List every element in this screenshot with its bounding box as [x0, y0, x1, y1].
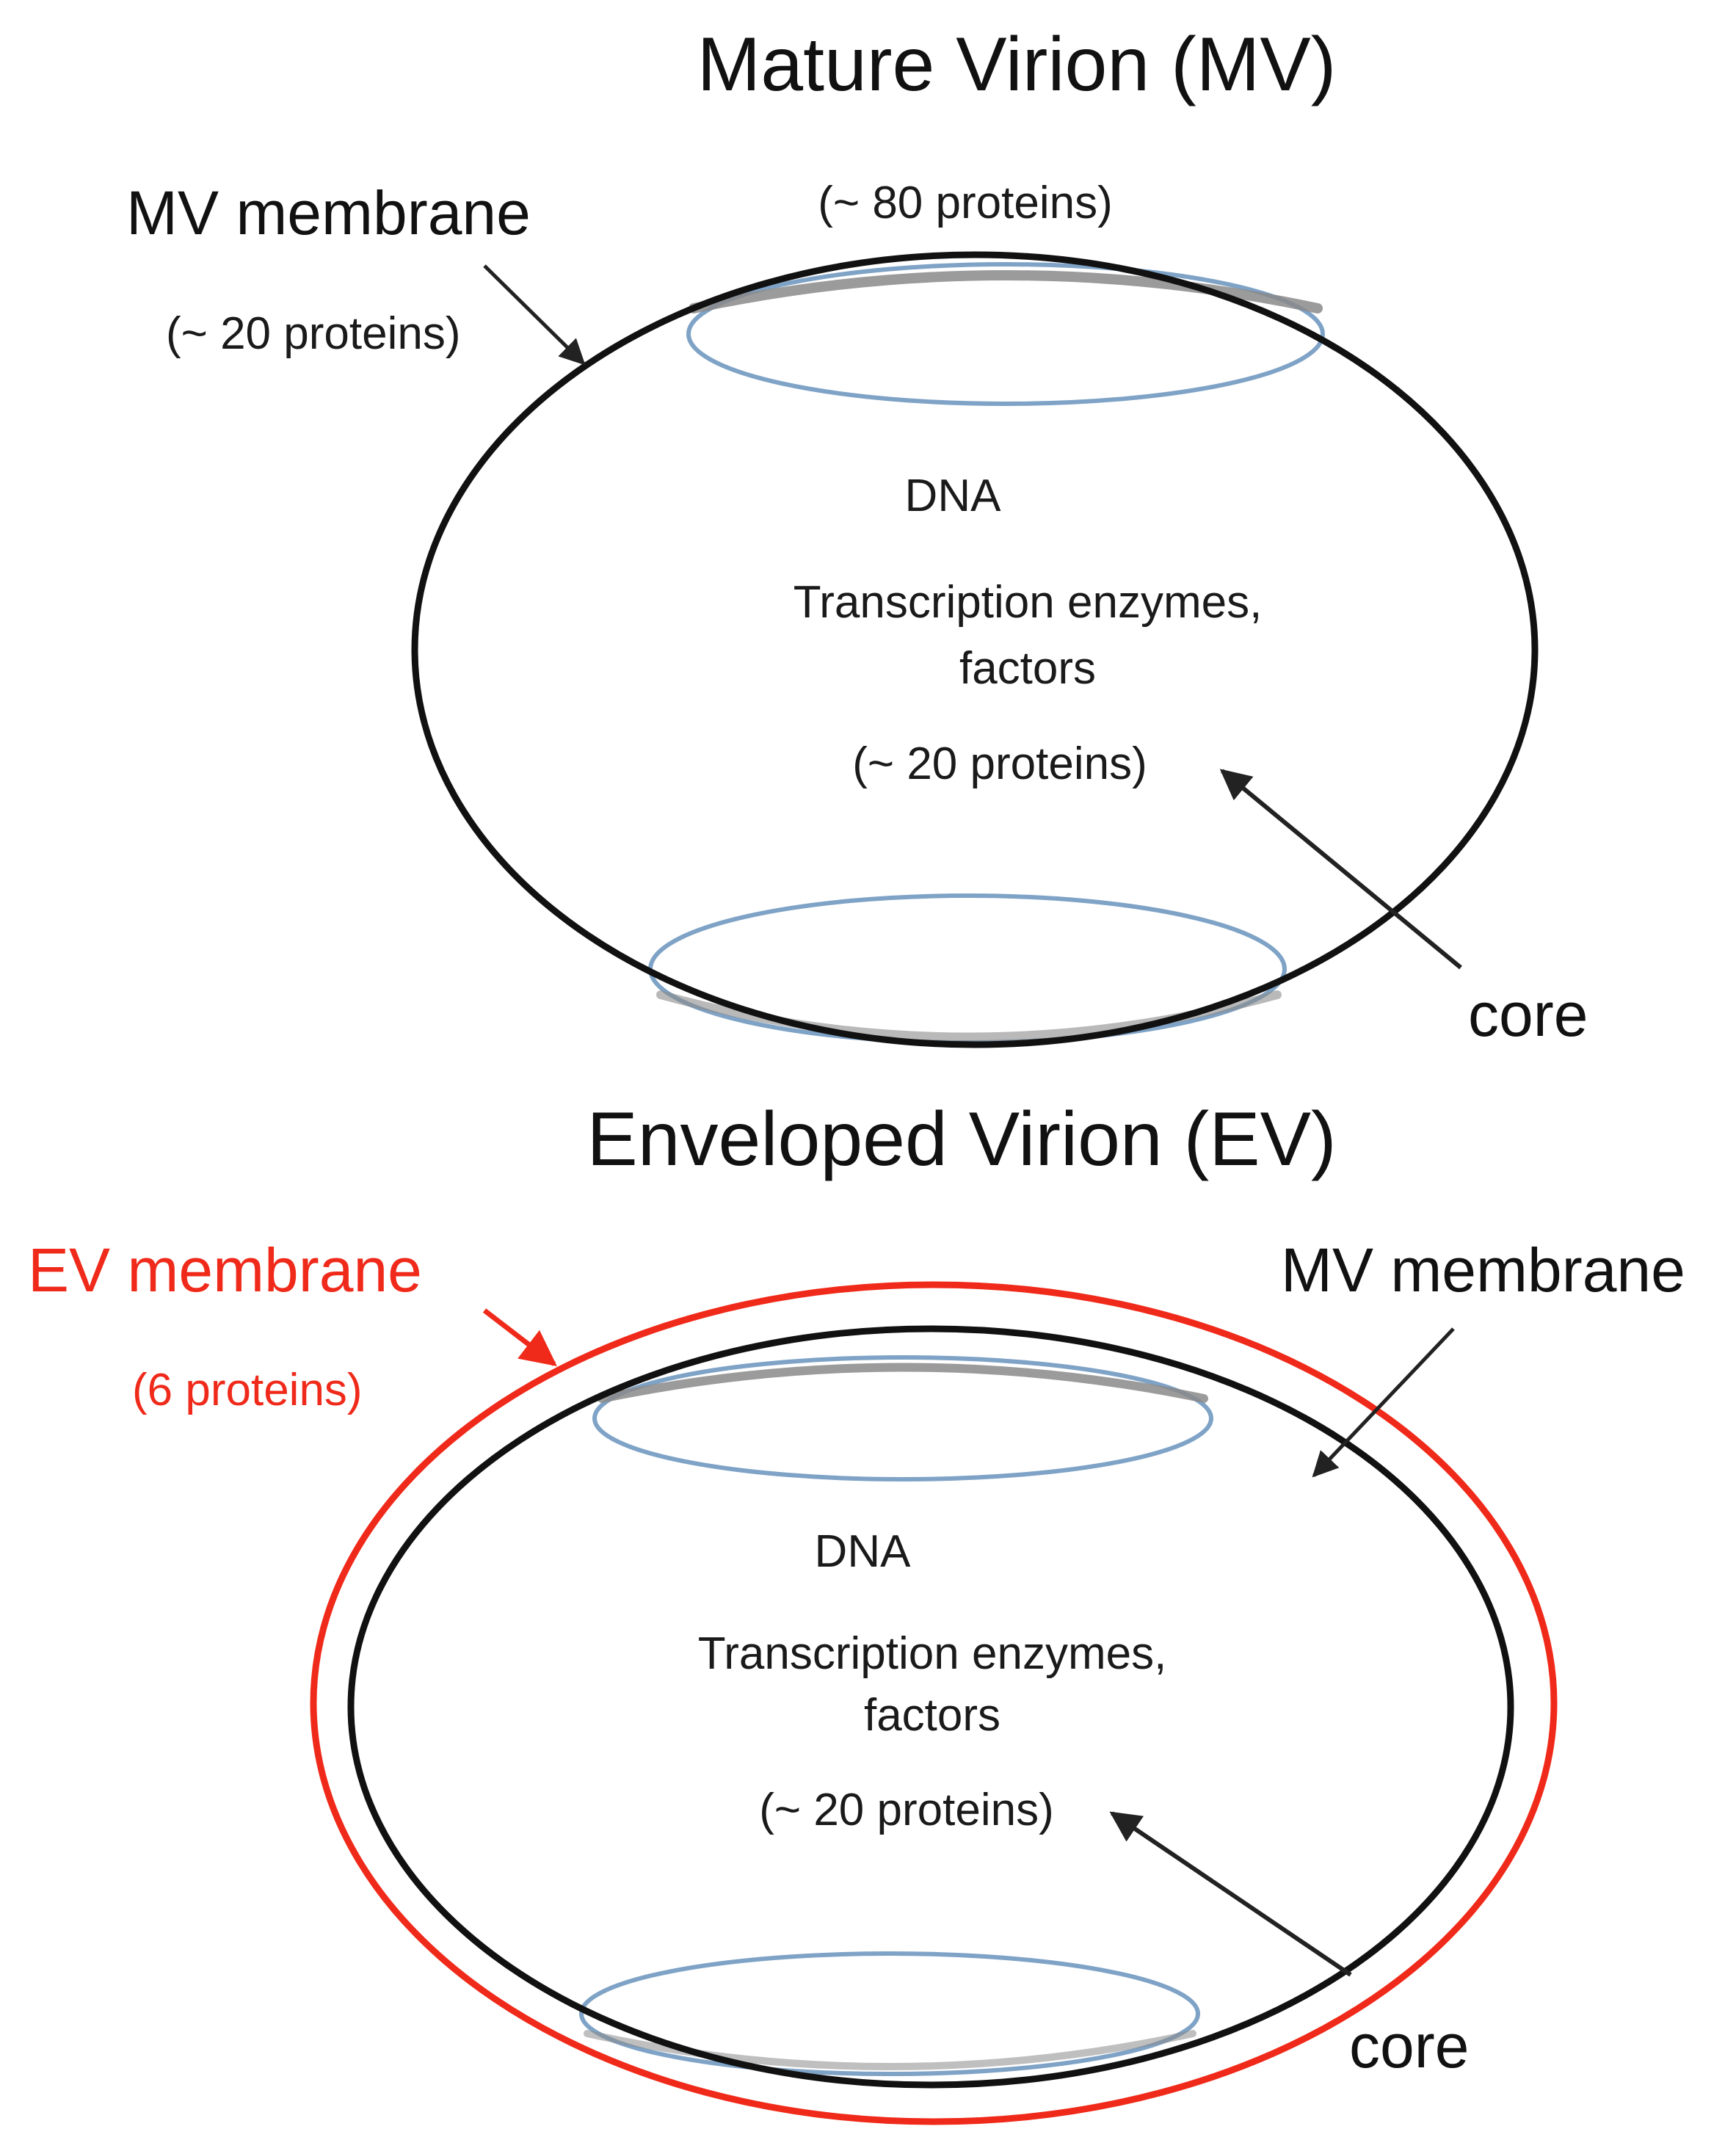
ev-diagram [310, 1281, 1558, 2125]
mv-dna-label: DNA [904, 471, 1001, 521]
ev-membrane-ellipse [310, 1281, 1558, 2125]
ev-transcription-line2: factors [863, 1690, 1001, 1741]
ev-membrane-arrow [482, 1308, 557, 1366]
mv-membrane-count: (~ 20 proteins) [166, 308, 461, 359]
mv-transcription-line2: factors [959, 643, 1097, 694]
ev-core-arrow [1109, 1811, 1352, 1977]
mv-bottom-core-ring [648, 893, 1287, 1045]
mv-membrane-label: MV membrane [126, 178, 531, 247]
ev-mv-membrane-label: MV membrane [1281, 1236, 1685, 1305]
mv-top-shading [689, 270, 1323, 313]
ev-top-core-ring [592, 1355, 1213, 1481]
ev-mv-membrane-arrow [1312, 1327, 1455, 1478]
ev-dna-label: DNA [814, 1526, 911, 1577]
ev-bottom-shading [584, 2030, 1196, 2070]
mv-transcription-line1: Transcription enzymes, [793, 577, 1263, 628]
ev-mv-membrane-ellipse [347, 1325, 1514, 2089]
mv-top-count: (~ 80 proteins) [818, 178, 1113, 228]
ev-transcription-line1: Transcription enzymes, [697, 1628, 1167, 1679]
mv-core-count: (~ 20 proteins) [852, 739, 1147, 789]
mv-top-core-ring [686, 262, 1325, 406]
mv-title: Mature Virion (MV) [697, 22, 1337, 107]
ev-membrane-label: EV membrane [28, 1236, 422, 1305]
ev-core-count: (~ 20 proteins) [759, 1785, 1054, 1835]
ev-membrane-count: (6 proteins) [132, 1365, 363, 1415]
mv-core-label: core [1468, 980, 1588, 1049]
mv-diagram [411, 251, 1539, 1048]
ev-top-shading [598, 1363, 1208, 1403]
mv-membrane-arrow [483, 264, 586, 366]
ev-core-label: core [1349, 2012, 1470, 2081]
mv-core-arrow [1219, 769, 1462, 970]
ev-title: Enveloped Virion (EV) [586, 1097, 1337, 1182]
ev-bottom-core-ring [579, 1951, 1200, 2076]
mv-membrane-ellipse [411, 251, 1539, 1048]
